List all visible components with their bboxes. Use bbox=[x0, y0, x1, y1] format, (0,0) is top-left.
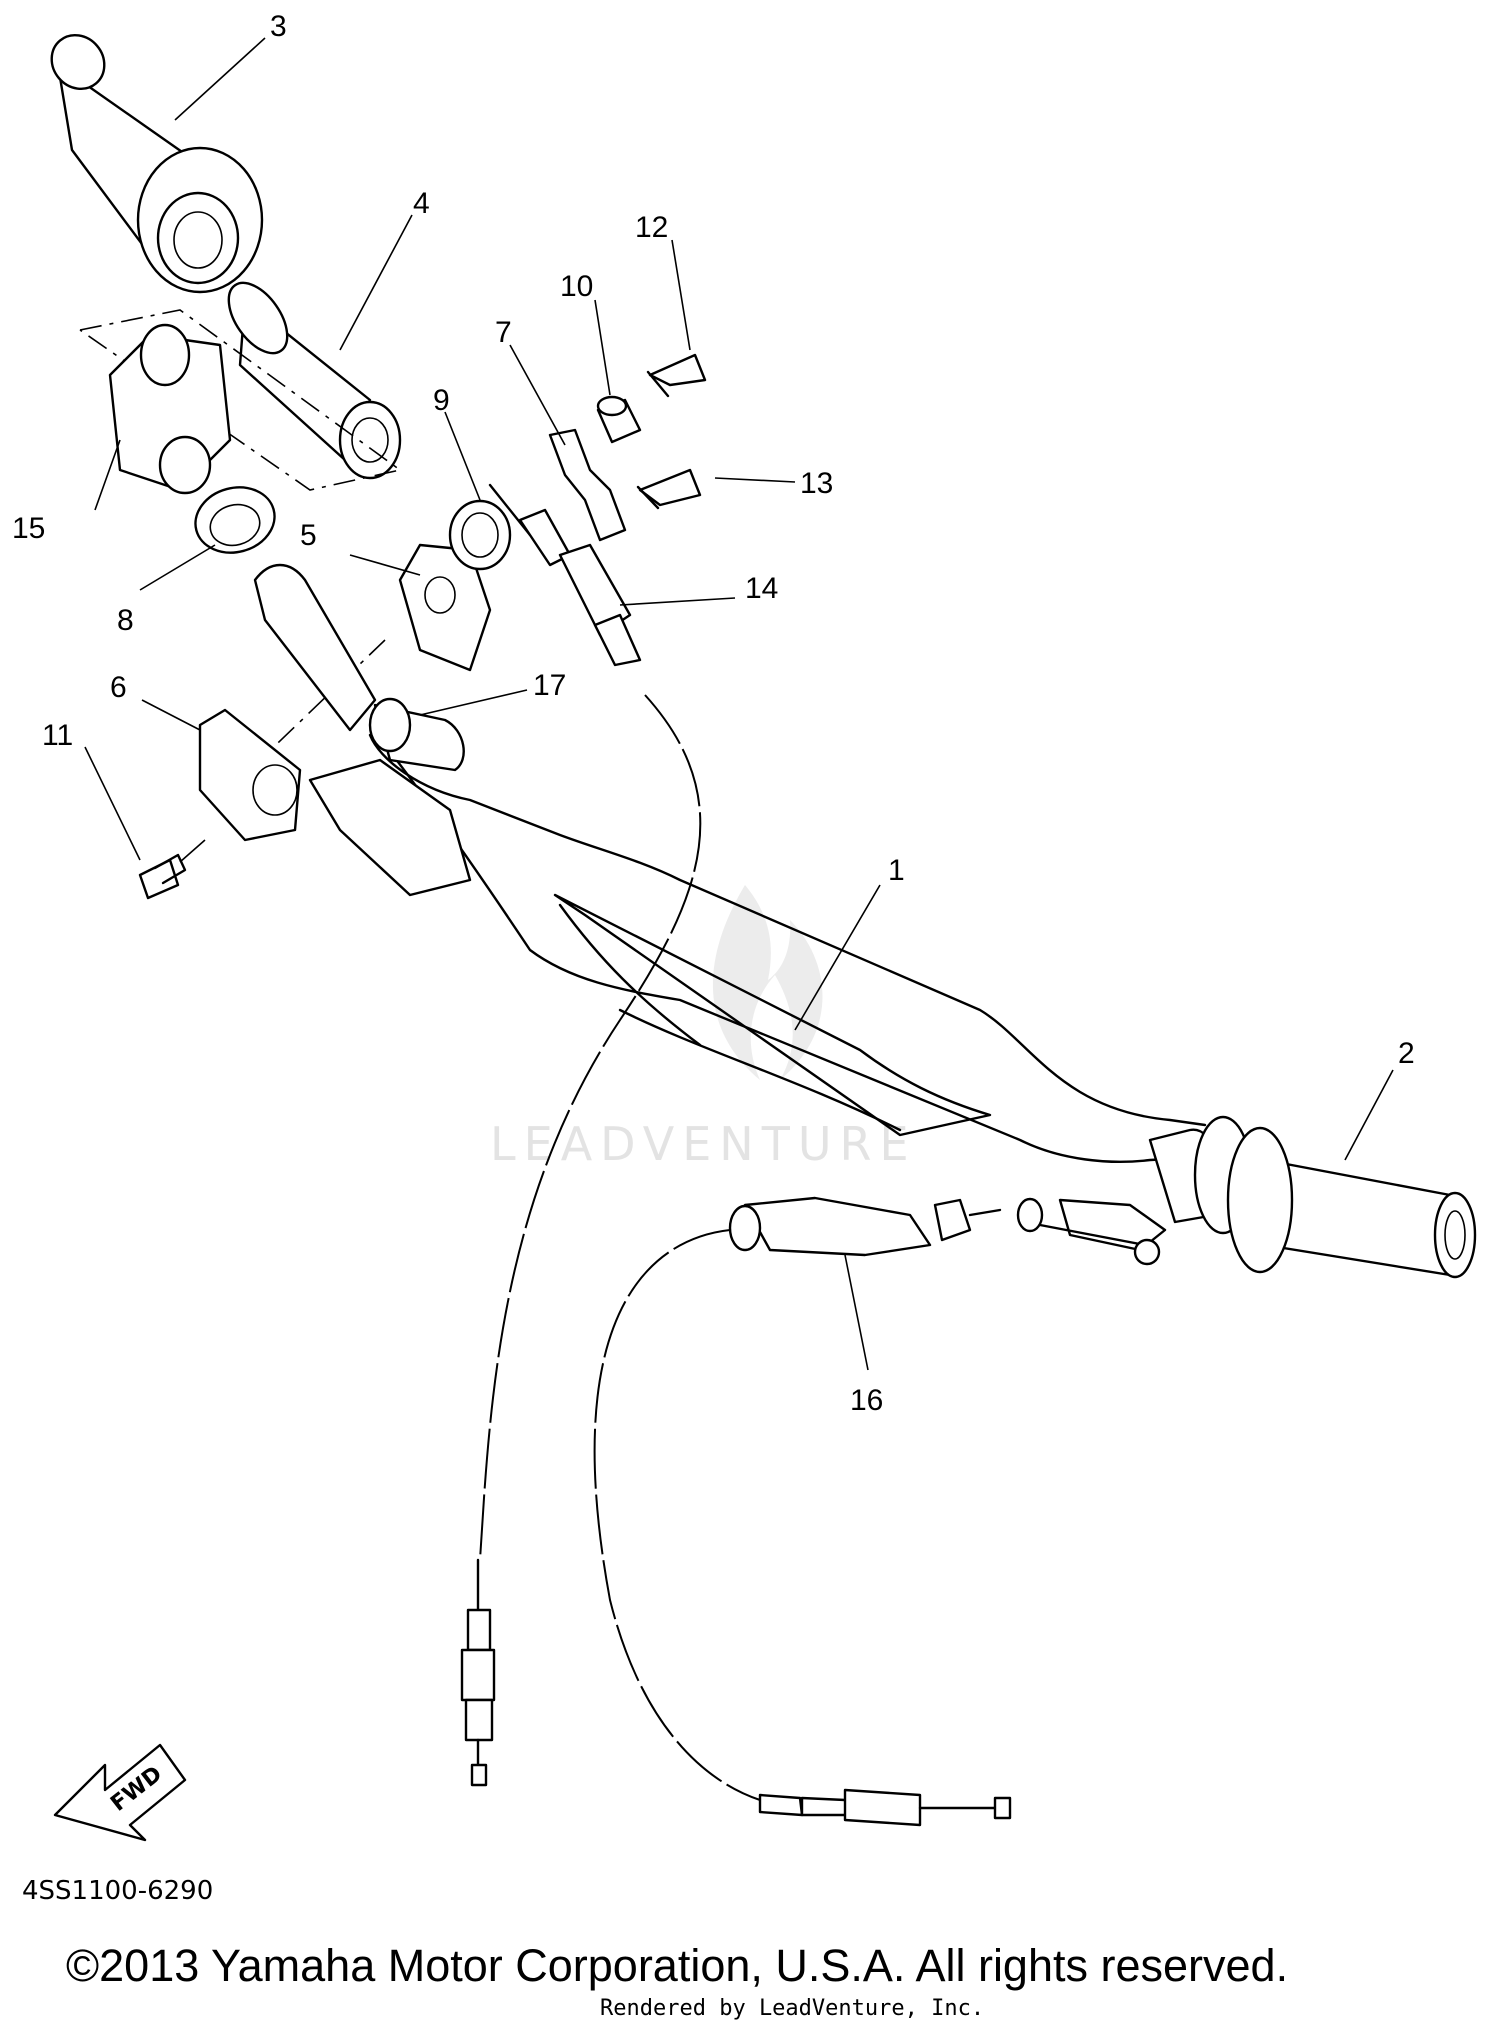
watermark-text: LEADVENTURE bbox=[490, 1117, 917, 1171]
callout-7: 7 bbox=[495, 316, 512, 349]
handlebar bbox=[368, 733, 1207, 1163]
cable-bracket bbox=[548, 428, 627, 542]
copyright-notice: ©2013 Yamaha Motor Corporation, U.S.A. A… bbox=[66, 1940, 1289, 1991]
callout-10: 10 bbox=[560, 270, 593, 303]
left-grip bbox=[50, 33, 264, 294]
ring bbox=[194, 486, 276, 554]
clamp-bolt bbox=[138, 839, 206, 900]
callout-numbers: 1 2 3 4 5 6 7 8 9 10 11 12 13 14 15 16 1… bbox=[12, 10, 1415, 1417]
sleeve-clamp bbox=[253, 563, 472, 897]
leader-lines bbox=[84, 37, 1394, 1371]
callout-13: 13 bbox=[800, 467, 833, 500]
diagram-code: 4SS1100-6290 bbox=[22, 1876, 214, 1906]
forward-arrow-icon: FWD bbox=[53, 1743, 187, 1842]
callout-6: 6 bbox=[110, 671, 127, 704]
callout-14: 14 bbox=[745, 572, 778, 605]
callout-3: 3 bbox=[270, 10, 287, 43]
screw-lower bbox=[636, 468, 702, 510]
callout-4: 4 bbox=[413, 187, 430, 220]
clutch-cable bbox=[593, 1196, 1167, 1827]
callout-1: 1 bbox=[888, 854, 905, 887]
callout-15: 15 bbox=[12, 512, 45, 545]
callout-16: 16 bbox=[850, 1384, 883, 1417]
callout-17: 17 bbox=[533, 669, 566, 702]
right-grip bbox=[1148, 1115, 1477, 1279]
throttle-sleeve bbox=[227, 281, 402, 480]
throttle-cable-lower-end bbox=[460, 1558, 496, 1787]
callout-11: 11 bbox=[42, 719, 73, 752]
assembly-outline bbox=[79, 309, 402, 766]
callout-2: 2 bbox=[1398, 1037, 1415, 1070]
lower-clamp bbox=[198, 708, 302, 842]
pulley bbox=[448, 499, 512, 571]
screw-upper bbox=[646, 353, 707, 398]
rendered-by-note: Rendered by LeadVenture, Inc. bbox=[600, 1996, 985, 2021]
housing-cap bbox=[398, 543, 492, 672]
callout-9: 9 bbox=[433, 384, 450, 417]
throttle-housing bbox=[108, 323, 232, 495]
callout-12: 12 bbox=[635, 211, 668, 244]
leadventure-watermark: LEADVENTURE bbox=[490, 885, 917, 1171]
collar bbox=[596, 395, 642, 444]
callout-5: 5 bbox=[300, 519, 317, 552]
callout-8: 8 bbox=[117, 604, 134, 637]
throttle-cable-end bbox=[479, 483, 702, 1561]
